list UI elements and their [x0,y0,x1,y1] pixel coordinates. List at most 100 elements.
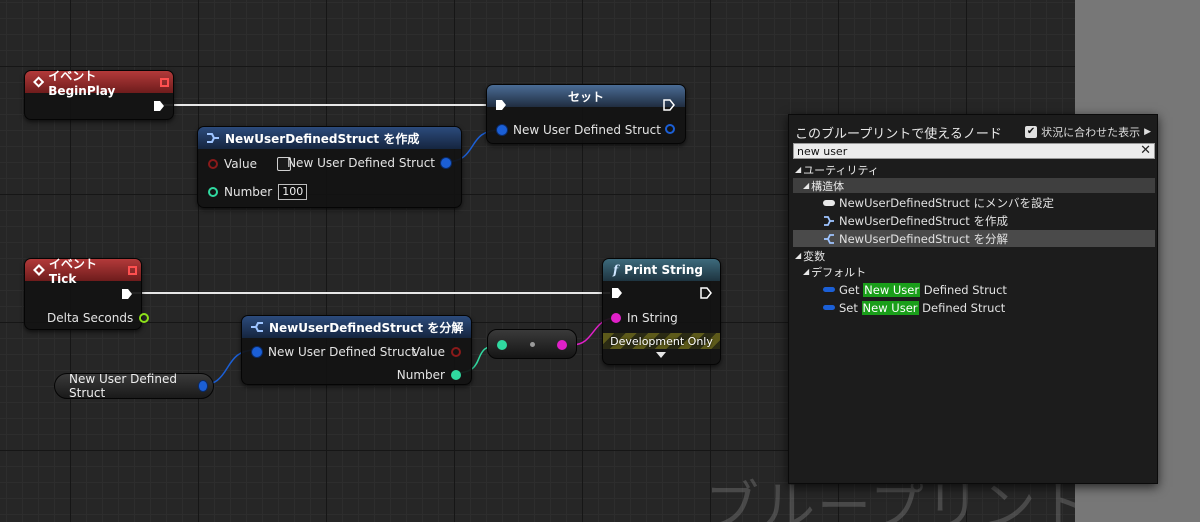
variable-getter[interactable]: New User Defined Struct [54,372,214,400]
set-members-icon [823,199,835,206]
node-make-struct[interactable]: NewUserDefinedStruct を作成 Value New User … [197,126,462,208]
item-label: NewUserDefinedStruct を分解 [839,231,1008,246]
struct-out-pin-icon[interactable] [198,381,207,391]
bool-out-pin-icon[interactable] [451,347,461,357]
exec-out-pin-icon[interactable] [700,287,712,299]
node-title: イベント BeginPlay [48,68,116,98]
search-highlight: New User [861,300,919,315]
clear-search-icon[interactable]: ✕ [1140,143,1151,158]
palette-item-make[interactable]: NewUserDefinedStruct を作成 [793,212,1155,229]
struct-in-pin-icon[interactable] [497,125,507,135]
action-palette[interactable]: このブループリントで使えるノード ✔ 状況に合わせた表示 ▶ new user … [788,114,1158,484]
pin-label: New User Defined Struct [268,345,416,359]
exec-out-pin-icon[interactable] [663,99,675,111]
checkbox-checked-icon[interactable]: ✔ [1025,126,1038,138]
make-struct-icon [824,215,834,226]
item-label-prefix: Set [839,300,862,315]
string-in-pin-icon[interactable] [611,313,621,323]
getter-label: New User Defined Struct [69,372,177,400]
palette-search-input[interactable]: new user ✕ [793,143,1155,159]
pin-label: Number [224,185,273,199]
node-conversion[interactable] [487,329,577,359]
number-input[interactable]: 100 [278,184,308,200]
chevron-right-icon[interactable]: ▶ [1144,127,1151,137]
struct-out-pin-icon[interactable] [665,124,675,134]
conversion-dot-icon [530,342,535,347]
node-print-string[interactable]: f Print String In String Development Onl… [602,258,721,365]
development-only-banner: Development Only [603,333,720,349]
make-struct-icon [207,133,219,143]
category-variables[interactable]: ◢ 変数 [793,248,1155,263]
node-header[interactable]: f Print String [603,259,720,281]
item-label-suffix: Defined Struct [918,300,1006,315]
pin-label: Value [224,157,257,171]
node-event-beginplay[interactable]: イベント BeginPlay [24,69,174,120]
palette-item-set-members[interactable]: NewUserDefinedStruct にメンバを設定 [793,194,1155,211]
expand-triangle-icon[interactable]: ◢ [795,251,802,260]
int-in-pin-icon[interactable] [497,340,507,350]
node-header[interactable]: セット [487,85,685,107]
value-checkbox[interactable] [276,157,291,171]
node-set[interactable]: セット New User Defined Struct [486,84,686,144]
node-title: NewUserDefinedStruct を分解 [269,320,464,335]
node-title: Print String [624,263,703,277]
pin-label: In String [627,311,678,325]
int-out-pin-icon[interactable] [451,370,461,380]
break-struct-icon [824,233,834,244]
string-out-pin-icon[interactable] [557,340,567,350]
struct-in-pin-icon[interactable] [252,347,262,357]
item-label: NewUserDefinedStruct にメンバを設定 [839,195,1054,210]
pin-label: Number [396,368,445,382]
category-default[interactable]: ◢ デフォルト [793,264,1155,279]
pin-label: Delta Seconds [47,311,134,325]
expand-arrow-icon[interactable] [656,352,666,358]
expand-triangle-icon[interactable]: ◢ [803,267,810,276]
delegate-pin-icon[interactable] [160,77,169,87]
expand-triangle-icon[interactable]: ◢ [803,181,810,190]
struct-out-pin-icon[interactable] [441,158,451,168]
palette-title: このブループリントで使えるノード [795,126,1002,142]
variable-pill-icon [823,305,835,310]
node-title: イベント Tick [48,256,97,286]
bool-in-pin-icon[interactable] [208,159,218,169]
palette-item-get-variable[interactable]: Get New User Defined Struct [793,281,1155,298]
float-out-pin-icon[interactable] [139,313,150,323]
pin-label: New User Defined Struct [287,156,435,170]
exec-in-pin-icon[interactable] [611,287,623,299]
pin-label: Value [412,345,445,359]
node-header[interactable]: NewUserDefinedStruct を作成 [198,127,461,149]
node-header[interactable]: イベント BeginPlay [25,69,173,98]
category-label: デフォルト [811,265,867,279]
delegate-pin-icon[interactable] [128,265,137,275]
item-label-prefix: Get [839,282,864,297]
search-value: new user [797,145,848,158]
node-event-tick[interactable]: イベント Tick Delta Seconds [24,257,150,330]
node-title: セット [567,89,604,104]
palette-title-row: このブループリントで使えるノード ✔ 状況に合わせた表示 ▶ [795,123,1151,142]
pin-label: New User Defined Struct [513,123,661,137]
int-in-pin-icon[interactable] [208,187,218,197]
palette-item-set-variable[interactable]: Set New User Defined Struct [793,299,1155,316]
node-header[interactable]: イベント Tick [25,257,141,286]
expand-triangle-icon[interactable]: ◢ [795,165,802,174]
event-diamond-icon [33,76,45,88]
node-break-struct[interactable]: NewUserDefinedStruct を分解 New User Define… [241,315,472,385]
search-highlight: New User [863,282,921,297]
event-diamond-icon [33,264,45,276]
category-label: 構造体 [811,179,845,193]
palette-item-break[interactable]: NewUserDefinedStruct を分解 [793,230,1155,247]
context-label: 状況に合わせた表示 [1041,126,1141,139]
exec-in-pin-icon[interactable] [495,99,507,111]
category-struct[interactable]: ◢ 構造体 [793,178,1155,193]
category-utility[interactable]: ◢ ユーティリティ [793,162,1155,177]
node-title: NewUserDefinedStruct を作成 [225,131,420,146]
variable-pill-icon [823,287,835,292]
context-sensitive-toggle[interactable]: ✔ 状況に合わせた表示 ▶ [1025,124,1151,140]
dev-only-label: Development Only [610,334,713,348]
node-header[interactable]: NewUserDefinedStruct を分解 [242,316,471,338]
exec-out-pin-icon[interactable] [121,288,133,300]
break-struct-icon [251,322,263,332]
category-label: 変数 [803,249,826,263]
exec-out-pin-icon[interactable] [153,100,165,112]
item-label-suffix: Defined Struct [920,282,1007,297]
